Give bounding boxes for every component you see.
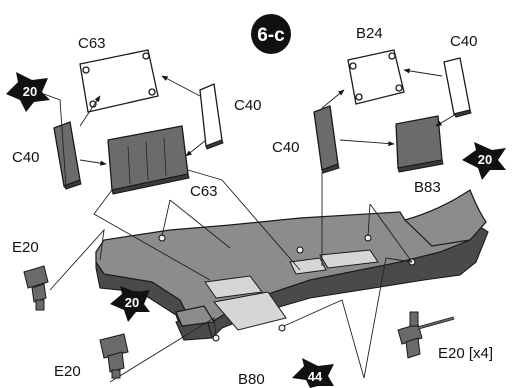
label-e20-upper-left: E20 <box>12 239 39 256</box>
label-e20-lower-left: E20 <box>54 363 81 380</box>
part-c63-top <box>79 49 159 113</box>
part-c40-top-right <box>443 57 472 118</box>
star-badge-top-left: 20 <box>6 72 50 112</box>
label-c40-mid: C40 <box>272 139 300 156</box>
part-c63-mid <box>107 125 190 195</box>
label-e20-right: E20 [x4] <box>438 345 493 362</box>
label-c40-mid-left: C40 <box>234 97 262 114</box>
star-badge-mid-left: 20 <box>110 286 150 322</box>
part-c40-mid <box>313 105 340 174</box>
part-e20-lower-left <box>99 333 129 379</box>
label-c40-top-right: C40 <box>450 33 478 50</box>
part-b83 <box>395 115 444 173</box>
placement-lines <box>43 93 413 383</box>
part-e20-right <box>397 311 455 359</box>
star-badge-top-left-text: 20 <box>23 84 37 99</box>
label-b83: B83 <box>414 179 441 196</box>
part-c40-left <box>53 121 82 190</box>
part-c40-mid-left <box>199 83 224 150</box>
step-badge: 6-c <box>251 14 291 54</box>
star-badge-bottom: 44 <box>292 358 334 388</box>
star-badge-bottom-text: 44 <box>308 369 323 384</box>
label-c40-left: C40 <box>12 149 40 166</box>
step-badge-text: 6-c <box>257 25 285 46</box>
star-badge-mid-left-text: 20 <box>125 295 139 310</box>
assembly-arrows <box>79 68 457 166</box>
part-e20-upper-left <box>23 265 49 311</box>
star-badge-right: 20 <box>462 142 506 180</box>
part-b24 <box>347 49 405 105</box>
label-b24: B24 <box>356 25 383 42</box>
label-b80: B80 <box>238 371 265 388</box>
star-badge-right-text: 20 <box>478 152 492 167</box>
label-c63-top: C63 <box>78 35 106 52</box>
hull-b80 <box>95 189 489 342</box>
label-c63-mid: C63 <box>190 183 218 200</box>
